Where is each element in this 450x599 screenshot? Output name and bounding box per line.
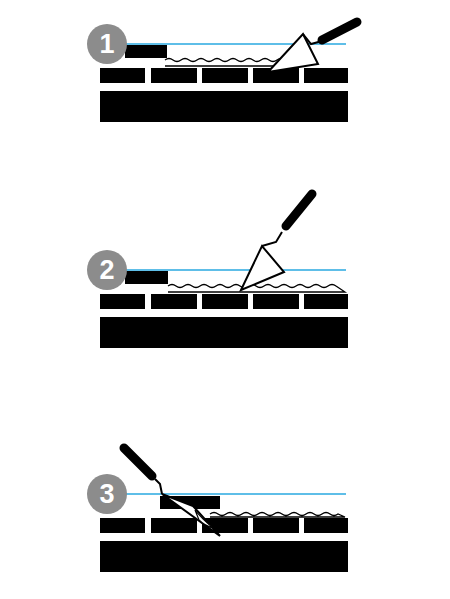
step-circle: 3 [87, 474, 127, 514]
wall-step-3 [100, 448, 348, 572]
callout-number: 2 [99, 257, 114, 284]
step-circle: 2 [87, 250, 127, 290]
callout-number: 1 [99, 31, 114, 58]
callout-number: 3 [99, 481, 114, 508]
wall-step-1 [100, 22, 357, 122]
step-circle: 1 [87, 24, 127, 64]
wall-step-2 [100, 194, 348, 348]
